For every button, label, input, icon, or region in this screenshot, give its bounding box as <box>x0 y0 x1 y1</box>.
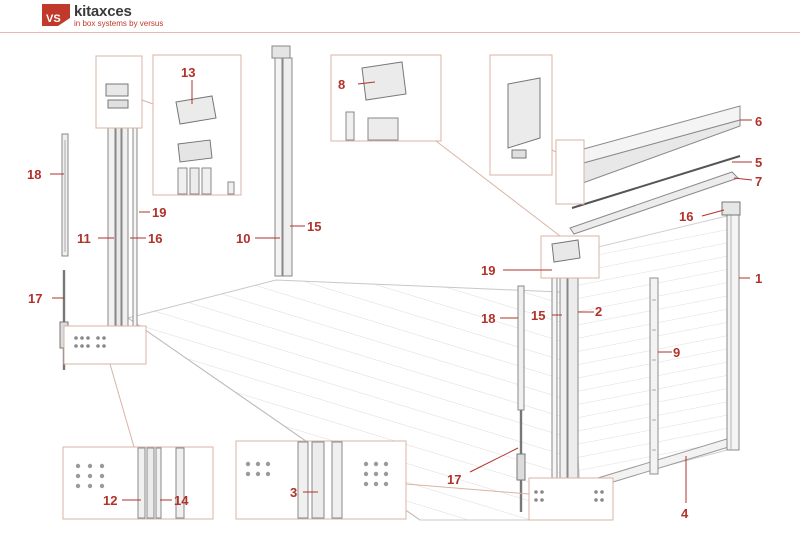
callout-4: 4 <box>681 506 689 521</box>
callout-labels: 1 2 3 4 5 6 7 8 9 10 11 12 13 14 15 15 1… <box>27 65 762 521</box>
callout-18-left: 18 <box>27 167 41 182</box>
detail-box-bracket-13 <box>152 54 242 196</box>
hardware-thumb-left <box>63 325 147 365</box>
callout-18-right: 18 <box>481 311 495 326</box>
callout-17-left: 17 <box>28 291 42 306</box>
callout-19-right: 19 <box>481 263 495 278</box>
callout-14: 14 <box>174 493 189 508</box>
callout-16-right: 16 <box>679 209 693 224</box>
callout-16-left: 16 <box>148 231 162 246</box>
top-channel-part-6 <box>579 105 741 185</box>
callout-1: 1 <box>755 271 762 286</box>
detail-box-bracket-8 <box>330 54 442 142</box>
callout-11: 11 <box>77 231 91 246</box>
header: VS kitaxces in box systems by versus <box>0 0 800 33</box>
callout-9: 9 <box>673 345 680 360</box>
brand-name: kitaxces <box>74 3 132 20</box>
detail-box-hardware-12-14 <box>62 446 214 520</box>
leader-detail-8 <box>435 140 561 237</box>
callout-13: 13 <box>181 65 195 80</box>
gas-strut-left-part-18 <box>61 133 69 257</box>
callout-8: 8 <box>338 77 345 92</box>
detail-box-endcap <box>489 54 553 176</box>
leader-hardware-right <box>405 483 530 495</box>
corner-post-part-1 <box>721 201 741 451</box>
callout-19-left: 19 <box>152 205 166 220</box>
callout-leaders <box>50 80 753 503</box>
brand-tagline: in box systems by versus <box>74 19 164 28</box>
detail-box-hardware-3 <box>235 440 407 520</box>
svg-text:VS: VS <box>46 13 61 25</box>
header-divider <box>0 32 800 33</box>
callout-15-right: 15 <box>531 308 545 323</box>
callout-10: 10 <box>236 231 250 246</box>
callout-6: 6 <box>755 114 762 129</box>
seal-strip-part-5 <box>571 155 741 209</box>
vertical-stiffener-part-9 <box>649 277 659 475</box>
detail-thumb-13 <box>95 55 143 129</box>
lock-rod-right-part-17 <box>516 410 526 512</box>
callout-3: 3 <box>290 485 297 500</box>
hardware-thumb-right <box>528 477 614 521</box>
vs-logo-icon: VS <box>42 4 70 26</box>
detail-thumb-endcap <box>555 139 585 205</box>
callout-17-right: 17 <box>447 472 461 487</box>
callout-5: 5 <box>755 155 762 170</box>
leader-detail-13 <box>141 99 154 105</box>
callout-7: 7 <box>755 174 762 189</box>
callout-12: 12 <box>103 493 117 508</box>
detail-thumb-8 <box>540 235 600 279</box>
callout-2: 2 <box>595 304 602 319</box>
rear-column-part-10-15 <box>271 45 293 277</box>
callout-15-left: 15 <box>307 219 321 234</box>
front-column-assembly-part-2-15-19 <box>551 263 579 511</box>
leader-hardware-left <box>109 363 135 448</box>
leader-detail-endcap <box>551 149 557 153</box>
gas-strut-right-part-18 <box>517 285 525 411</box>
